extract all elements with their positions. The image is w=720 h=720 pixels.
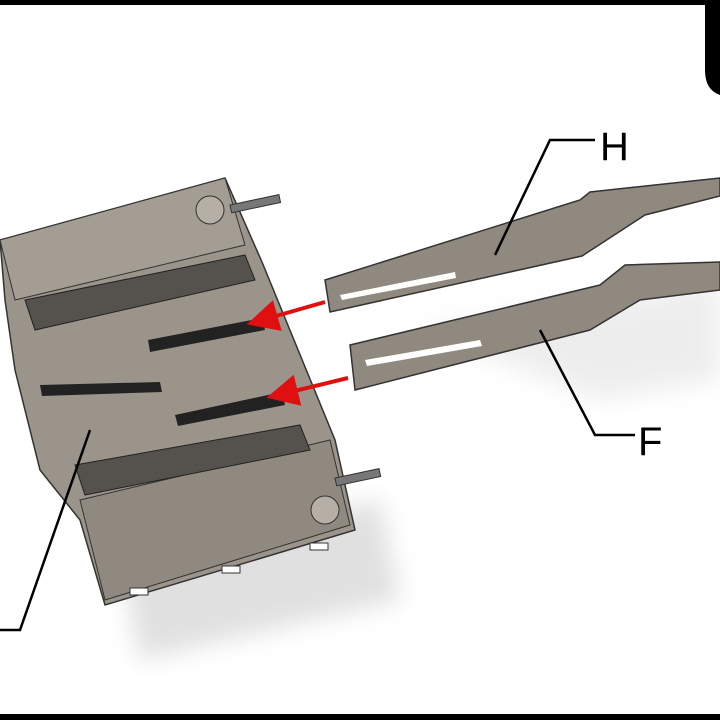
label-h: H xyxy=(600,125,629,169)
base-shadow xyxy=(120,500,400,660)
insert-arrow-f xyxy=(266,374,349,406)
leader-line-f xyxy=(538,329,635,437)
bottom-border xyxy=(0,714,720,720)
insert-arrow-h xyxy=(246,300,326,331)
top-border xyxy=(0,0,720,5)
rail-f xyxy=(349,261,720,391)
base-part xyxy=(0,177,382,606)
rail-h xyxy=(324,177,720,313)
corner-tab xyxy=(705,0,720,95)
rail-shadow xyxy=(420,280,720,400)
label-f: F xyxy=(638,420,662,464)
leader-line-h xyxy=(493,138,595,256)
leader-line-base xyxy=(0,429,92,632)
